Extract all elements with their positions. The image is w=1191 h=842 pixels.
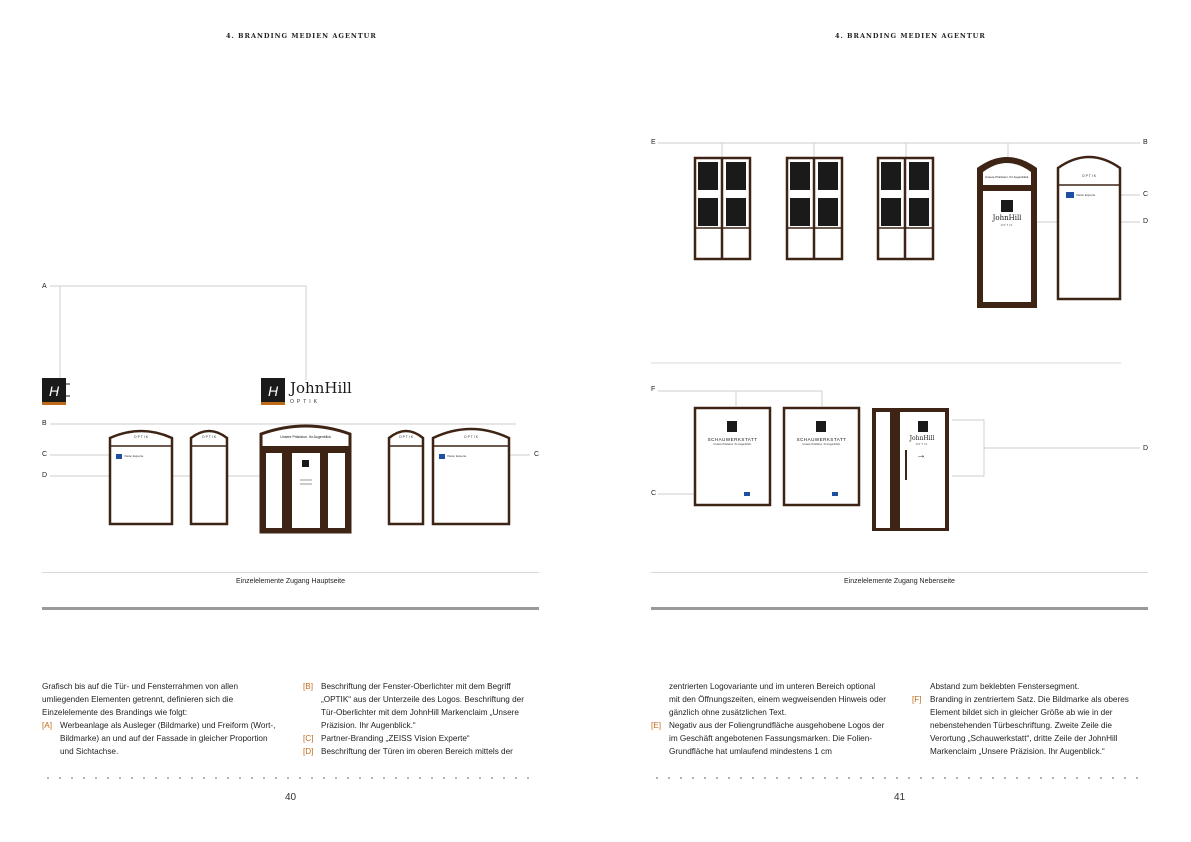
item-key: [E] (651, 721, 662, 730)
divider-thin-left (42, 572, 539, 573)
intro-paragraph: Grafisch bis auf die Tür- und Fensterrah… (42, 682, 238, 717)
partner-branding-right: Vision Experte (1076, 193, 1096, 197)
intro-paragraph: zentrierten Logovariante und im unteren … (669, 682, 886, 717)
page-header-left: 4. BRANDING MEDIEN AGENTUR (226, 32, 377, 40)
logo-wordmark: JohnHill (290, 379, 352, 397)
item-key: [F] (912, 695, 922, 704)
lower-door-logo-sub: OPTIK (915, 443, 929, 446)
divider-thick-left (42, 607, 539, 610)
label-c-right: C (534, 451, 540, 458)
list-item-f: [F] Branding in zentriertem Satz. Die Bi… (912, 693, 1148, 758)
text-col-1-right: zentrierten Logovariante und im unteren … (651, 680, 886, 758)
list-item-d: [D] Beschriftung der Türen im oberen Ber… (303, 745, 539, 758)
item-text: Werbeanlage als Ausleger (Bildmarke) und… (60, 721, 276, 756)
window-brand-foils-2 (785, 156, 844, 261)
dotted-rule-left (42, 777, 539, 779)
list-item-b: [B] Beschriftung der Fenster-Oberlichter… (303, 680, 539, 732)
text-col-2-left: [B] Beschriftung der Fenster-Oberlichter… (303, 680, 539, 758)
text-col-2-right: Abstand zum beklebten Fenstersegment. [F… (912, 680, 1148, 758)
label-e: E (651, 139, 656, 146)
dotted-rule-right (651, 777, 1148, 779)
workshop-title-2: SCHAUWERKSTATT (796, 437, 847, 442)
workshop-title-1: SCHAUWERKSTATT (707, 437, 758, 442)
label-a: A (42, 283, 47, 290)
item-text: Negativ aus der Foliengrundfläche ausgeh… (669, 721, 885, 756)
intro-paragraph: Abstand zum beklebten Fenstersegment. (930, 682, 1080, 691)
lower-door-logo-name: JohnHill (909, 435, 935, 442)
label-d-lower: D (1143, 445, 1149, 452)
facade-logo: H (261, 378, 285, 405)
facade-illustration-main: H H (42, 285, 530, 534)
list-item-e: [E] Negativ aus der Foliengrundfläche au… (651, 719, 886, 758)
window-brand-foils-1 (693, 156, 752, 261)
svg-text:→: → (916, 450, 926, 461)
item-text: Beschriftung der Türen im oberen Bereich… (321, 747, 513, 756)
item-key: [A] (42, 721, 53, 730)
door-logo-name: JohnHill (992, 214, 1022, 222)
door-claim: Unsere Präzision. Ihr Augenblick. (280, 435, 332, 439)
hanging-sign: H (42, 378, 70, 405)
door-top-claim: Unsere Präzision. Ihr Augenblick. (984, 175, 1030, 179)
caption-right: Einzelelemente Zugang Nebenseite (844, 578, 955, 585)
workshop-sub-1: Unsere Präzision. Ihr Augenblick. (713, 443, 752, 446)
partner-branding-1: Vision Experte (124, 454, 144, 458)
item-text: Branding in zentriertem Satz. Die Bildma… (930, 695, 1129, 756)
caption-left: Einzelelemente Zugang Hauptseite (236, 578, 345, 585)
divider-thin-right (651, 572, 1148, 573)
page-number-right: 41 (893, 792, 906, 803)
svg-text:H: H (268, 383, 279, 399)
item-text: Partner-Branding „ZEISS Vision Experte“ (321, 734, 470, 743)
label-d-right-page: D (1143, 218, 1149, 225)
door-logo-sub: OPTIK (1000, 224, 1014, 227)
partner-branding-2: Vision Experte (447, 454, 467, 458)
label-c-right-page: C (1143, 191, 1149, 198)
window-panel-text-1: O P T I K (133, 435, 149, 439)
item-key: [C] (303, 734, 314, 743)
label-c-lower: C (651, 490, 657, 497)
label-b-right: B (1143, 139, 1148, 146)
list-item-c: [C] Partner-Branding „ZEISS Vision Exper… (303, 732, 539, 745)
label-c: C (42, 451, 48, 458)
page-number-left: 40 (284, 792, 297, 803)
list-item-a: [A] Werbeanlage als Ausleger (Bildmarke)… (42, 719, 277, 758)
window-panel-text-right: O P T I K (1081, 174, 1097, 178)
workshop-sub-2: Unsere Präzision. Ihr Augenblick. (802, 443, 841, 446)
label-f: F (651, 386, 656, 393)
window-panel-text-3: O P T I K (398, 435, 414, 439)
item-key: [D] (303, 747, 314, 756)
item-key: [B] (303, 682, 314, 691)
facade-illustration-side: → (651, 142, 1140, 531)
window-panel-text-2: O P T I K (201, 435, 217, 439)
window-panel-text-4: O P T I K (463, 435, 479, 439)
window-brand-foils-3 (876, 156, 935, 261)
logo-subline: OPTIK (290, 399, 321, 405)
item-text: Beschriftung der Fenster-Oberlichter mit… (321, 682, 524, 730)
svg-text:H: H (49, 383, 60, 399)
page-header-right: 4. BRANDING MEDIEN AGENTUR (835, 32, 986, 40)
divider-thick-right (651, 607, 1148, 610)
text-col-1-left: Grafisch bis auf die Tür- und Fensterrah… (42, 680, 277, 758)
label-b: B (42, 420, 47, 427)
label-d: D (42, 472, 48, 479)
